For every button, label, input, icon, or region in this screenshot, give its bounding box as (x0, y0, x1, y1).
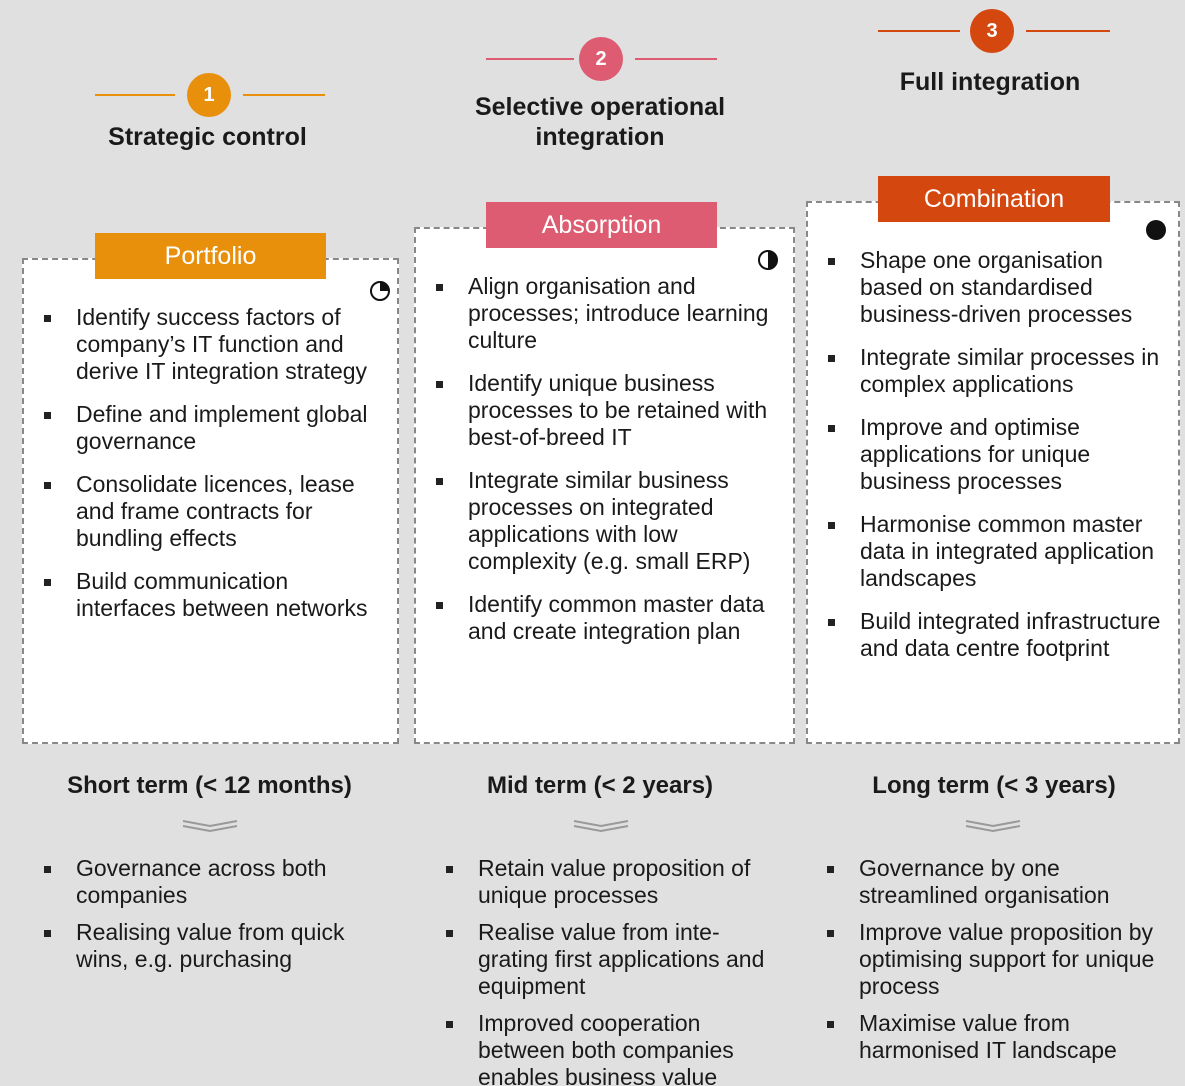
action-list: Align organisation and processes; introd… (416, 273, 776, 661)
list-item: Identify success factors of company’s IT… (24, 304, 384, 385)
phase-number-row: 1 (0, 73, 405, 117)
list-item: Harmonise common master data in integrat… (808, 511, 1168, 592)
list-item: Integrate similar business processes on … (416, 467, 776, 575)
chevron-down-icon (573, 820, 629, 833)
list-item: Integrate similar processes in complex a… (808, 344, 1168, 398)
term-heading: Short term (< 12 months) (67, 772, 352, 799)
divider (95, 94, 175, 96)
phase-box: Identify success factors of company’s IT… (22, 258, 399, 744)
outcome-list: Governance by one streamlined organisati… (811, 855, 1177, 1074)
half-circle-icon (758, 250, 778, 270)
list-item: Improve value proposition by optimising … (811, 919, 1177, 1000)
list-item: Governance by one streamlined organisati… (811, 855, 1177, 909)
phase-title: Strategic control (108, 123, 307, 151)
list-item: Build integrated infrastructure and data… (808, 608, 1168, 662)
list-item: Governance across both companies (28, 855, 388, 909)
list-item: Improve and optimise applications for un… (808, 414, 1168, 495)
divider (486, 58, 574, 60)
list-item: Improved cooperation between both compan… (430, 1010, 785, 1086)
list-item: Identify common master data and create i… (416, 591, 776, 645)
term-heading: Long term (< 3 years) (872, 772, 1116, 799)
phase-number-row: 3 (795, 9, 1185, 53)
list-item: Consolidate licences, lease and frame co… (24, 471, 384, 552)
phase-title: Selective operational integration (474, 93, 726, 151)
list-item: Build communication interfaces between n… (24, 568, 384, 622)
phase-column-3: 3 Full integration Shape one organisatio… (795, 0, 1185, 1086)
term-heading: Mid term (< 2 years) (486, 772, 714, 799)
phase-column-2: 2 Selective operational integration Alig… (405, 0, 795, 1086)
divider (878, 30, 960, 32)
phase-title: Full integration (899, 68, 1081, 96)
phase-box: Shape one organisation based on standard… (806, 201, 1180, 744)
phase-number-badge: 1 (187, 73, 231, 117)
list-item: Realise value from inte-grating first ap… (430, 919, 785, 1000)
phase-label: Combination (878, 176, 1110, 222)
phase-number-row: 2 (405, 37, 795, 81)
divider (243, 94, 325, 96)
quarter-circle-icon (370, 281, 390, 301)
list-item: Define and implement global governance (24, 401, 384, 455)
divider (1026, 30, 1110, 32)
list-item: Shape one organisation based on standard… (808, 247, 1168, 328)
action-list: Identify success factors of company’s IT… (24, 304, 384, 638)
phase-box: Align organisation and processes; introd… (414, 227, 795, 744)
list-item: Realising value from quick wins, e.g. pu… (28, 919, 388, 973)
list-item: Identify unique business processes to be… (416, 370, 776, 451)
chevron-down-icon (965, 820, 1021, 833)
phase-column-1: 1 Strategic control Identify success fac… (0, 0, 405, 1086)
list-item: Retain value proposition of unique proce… (430, 855, 785, 909)
phase-label: Portfolio (95, 233, 326, 279)
phase-label: Absorption (486, 202, 717, 248)
chevron-down-icon (182, 820, 238, 833)
outcome-list: Governance across both companies Realisi… (28, 855, 388, 983)
list-item: Align organisation and processes; introd… (416, 273, 776, 354)
phase-number-badge: 2 (579, 37, 623, 81)
list-item: Maximise value from harmonised IT landsc… (811, 1010, 1177, 1064)
phase-number-badge: 3 (970, 9, 1014, 53)
outcome-list: Retain value proposition of unique proce… (430, 855, 785, 1086)
action-list: Shape one organisation based on standard… (808, 247, 1168, 678)
divider (635, 58, 717, 60)
full-circle-icon (1146, 220, 1166, 240)
